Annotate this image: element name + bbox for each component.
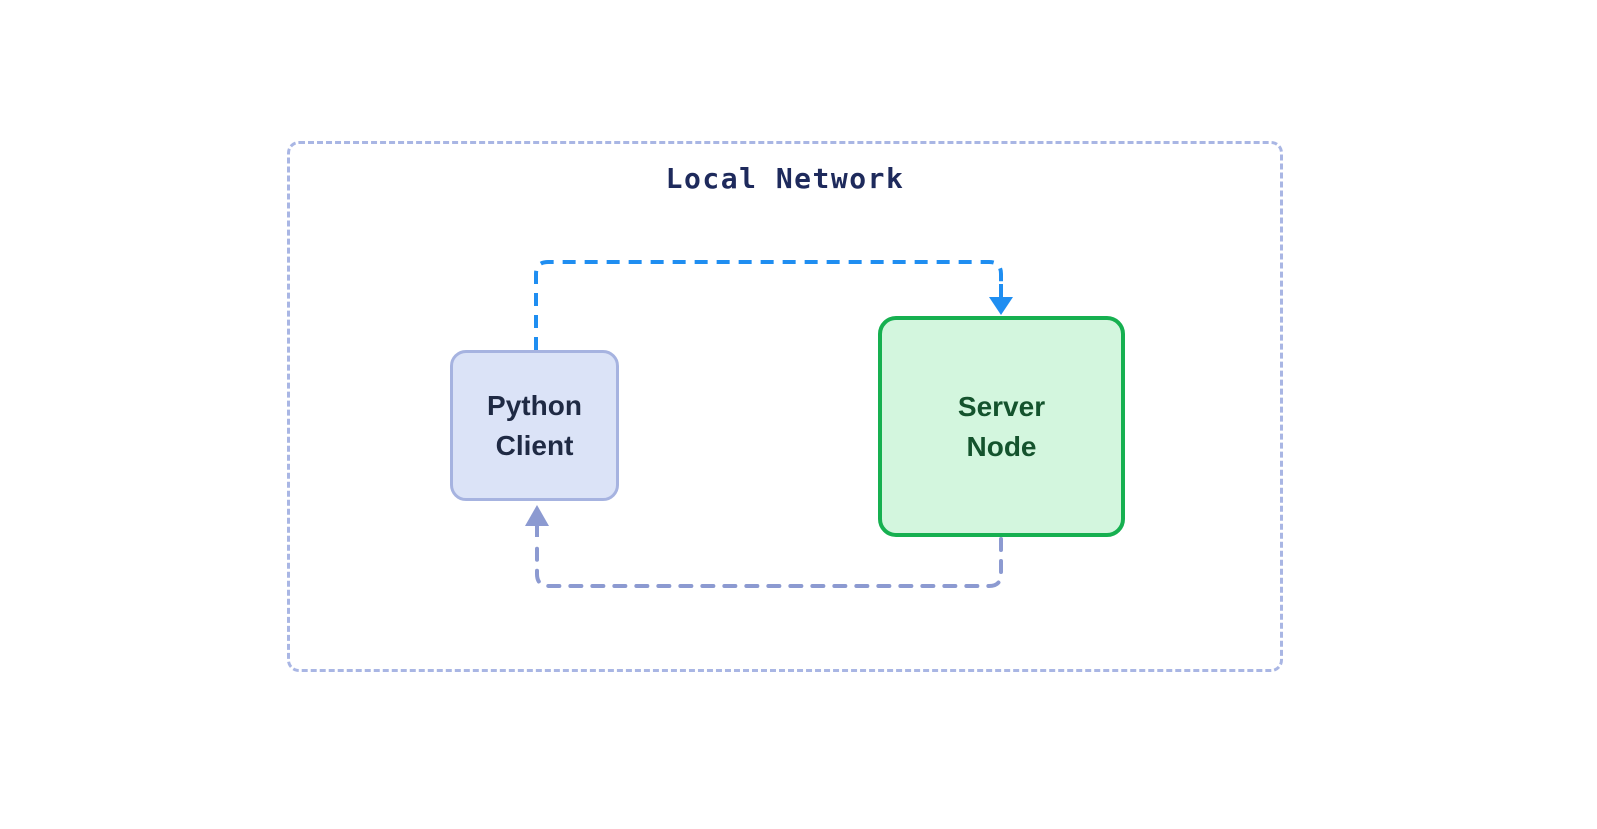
node-python-client: Python Client: [450, 350, 619, 501]
python-client-label: Python Client: [487, 390, 582, 461]
local-network-label: Local Network: [665, 162, 905, 195]
local-network-boundary: Local Network: [287, 141, 1283, 672]
server-node-label: Server Node: [957, 391, 1046, 462]
node-server-node: Server Node: [878, 316, 1125, 537]
